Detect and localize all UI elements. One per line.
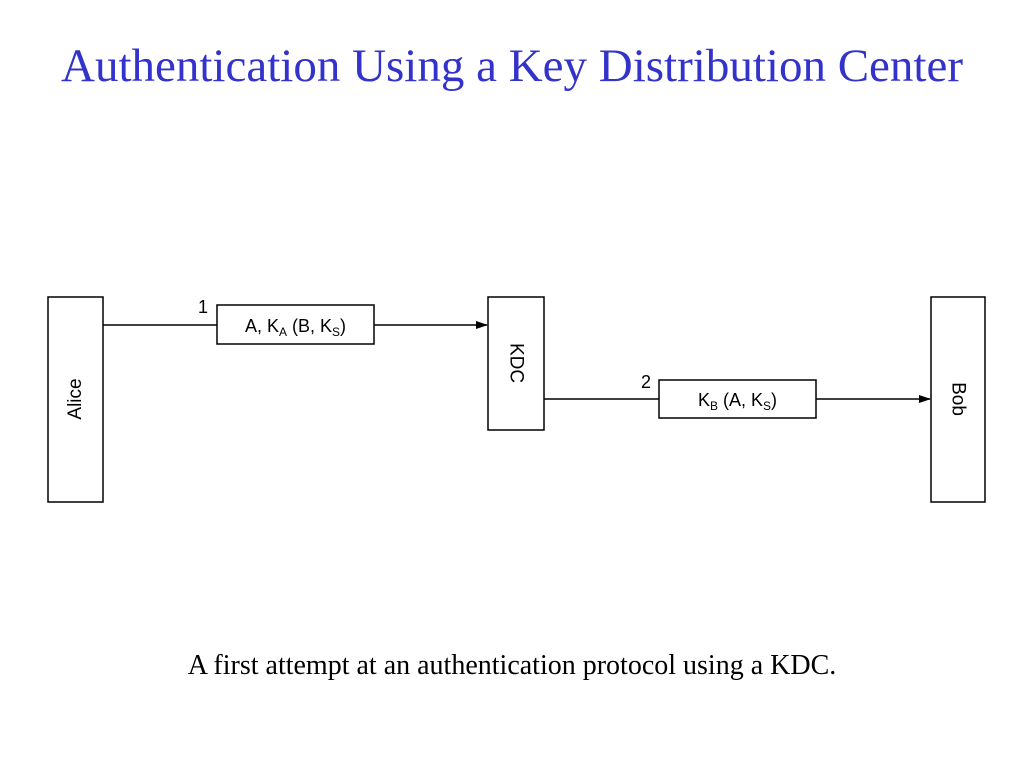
slide-title: Authentication Using a Key Distribution … xyxy=(61,40,963,92)
alice-box: Alice xyxy=(47,296,104,503)
bob-box: Bob xyxy=(930,296,986,503)
kdc-box: KDC xyxy=(487,296,545,431)
message-1-content: A, KA (B, KS) xyxy=(245,316,346,339)
message-2-number: 2 xyxy=(641,372,651,392)
message-1-box xyxy=(216,304,375,345)
message-1-number: 1 xyxy=(198,297,208,317)
message-2: 2 KB (A, KS) xyxy=(544,372,931,419)
kdc-label: KDC xyxy=(506,343,527,383)
bob-label: Bob xyxy=(948,382,969,416)
figure-caption: A first attempt at an authentication pro… xyxy=(187,650,837,681)
alice-label: Alice xyxy=(65,378,86,419)
message-2-content: KB (A, KS) xyxy=(698,390,777,413)
message-1: 1 A, KA (B, KS) xyxy=(103,297,488,345)
